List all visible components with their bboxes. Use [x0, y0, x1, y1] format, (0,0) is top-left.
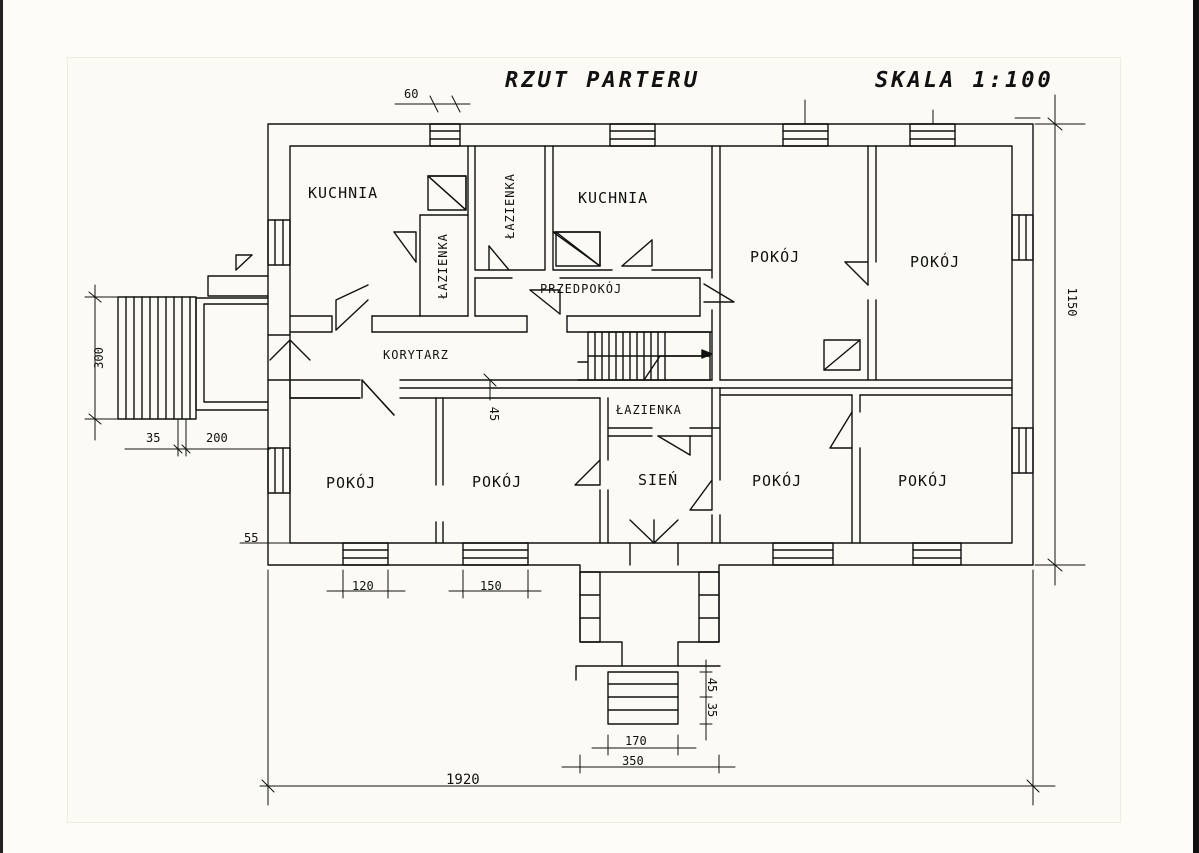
- dim-window-south-2: 150: [480, 579, 502, 593]
- dim-wall-partition: 45: [487, 406, 501, 422]
- dim-porch-stairs: 170: [625, 734, 647, 748]
- room-label-south-3: POKÓJ: [752, 472, 803, 490]
- plan-title: RZUT PARTERU: [505, 68, 700, 93]
- room-label-bathroom-south: ŁAZIENKA: [616, 403, 682, 417]
- room-label-south-4: POKÓJ: [898, 472, 949, 490]
- room-label-north-center: POKÓJ: [750, 248, 801, 266]
- dim-stairs-width: 35: [146, 431, 161, 445]
- room-label-bathroom-center: ŁAZIENKA: [503, 173, 517, 239]
- room-label-hallway: PRZEDPOKÓJ: [540, 282, 623, 296]
- corridor-stairs: [577, 331, 713, 381]
- dim-total-width: 1920: [446, 772, 480, 788]
- scan-edge-right: [1193, 0, 1199, 853]
- scan-edge-left: [0, 0, 3, 853]
- room-label-vestibule: SIEŃ: [638, 471, 679, 489]
- paper-sheet: [68, 58, 1120, 822]
- dim-window-top: 60: [404, 87, 419, 101]
- dim-porch-step-2: 35: [705, 702, 719, 718]
- room-label-kitchen-left: KUCHNIA: [308, 184, 379, 202]
- room-label-corridor: KORYTARZ: [383, 348, 449, 362]
- dim-window-south-1: 120: [352, 579, 374, 593]
- room-label-bathroom-left: ŁAZIENKA: [436, 233, 450, 299]
- room-label-south-1: POKÓJ: [326, 474, 377, 492]
- room-label-kitchen-center: KUCHNIA: [578, 189, 649, 207]
- door-swings: [235, 175, 869, 511]
- room-label-south-2: POKÓJ: [472, 473, 523, 491]
- dim-porch-step-1: 45: [705, 677, 719, 693]
- room-label-north-right: POKÓJ: [910, 253, 961, 271]
- west-terrace: [117, 275, 269, 420]
- interior-walls: [289, 145, 1013, 566]
- dim-wall-left: 55: [244, 531, 259, 545]
- dim-stairs-height: 300: [92, 347, 106, 369]
- dim-right-height: 1150: [1065, 287, 1079, 317]
- dimension-lines: [84, 94, 1086, 806]
- dim-porch-width: 350: [622, 754, 644, 768]
- scale-label: SKALA 1:100: [875, 68, 1054, 93]
- chimney-boxes: [427, 175, 861, 371]
- dim-terrace-width: 200: [206, 431, 228, 445]
- south-porch: [575, 571, 721, 725]
